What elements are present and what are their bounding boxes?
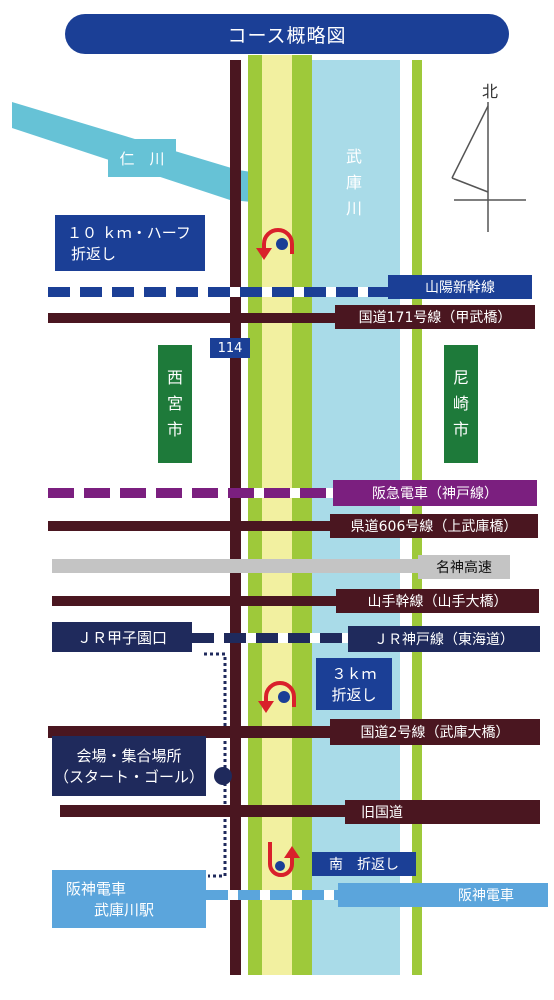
river-left-bank — [248, 55, 262, 975]
hanshin-station-box: 阪神電車武庫川駅 — [52, 870, 206, 928]
riverside-path — [262, 55, 292, 975]
yamate-road — [52, 596, 352, 606]
route-171-road — [48, 313, 348, 323]
three-km-turnaround-icon — [258, 681, 296, 713]
nishinomiya-city-label: 西宮市 — [158, 345, 192, 463]
old-route-label: 旧国道 — [345, 800, 540, 824]
meishin-label: 名神高速 — [418, 555, 510, 579]
ten-km-turnaround-box: １０ ｋｍ・ハーフ折返し — [55, 215, 205, 271]
venue-marker-icon — [214, 767, 232, 785]
river-grass-strip — [292, 55, 312, 975]
yamate-label: 山手幹線（山手大橋） — [336, 589, 539, 613]
sanyo-shinkansen-line — [48, 287, 388, 297]
sanyo-shinkansen-label: 山陽新幹線 — [388, 275, 532, 299]
venue-box: 会場・集合場所（スタート・ゴール） — [52, 736, 206, 796]
jr-kobe-line — [192, 633, 348, 643]
pref-606-label: 県道606号線（上武庫橋） — [330, 514, 538, 538]
route-114-road — [230, 60, 241, 975]
route-114-label: 114 — [210, 338, 250, 358]
meishin-road — [52, 559, 510, 573]
hankyu-line — [48, 488, 348, 498]
page-title: コース概略図 — [65, 14, 509, 54]
old-route-road — [60, 805, 360, 817]
ten-km-turnaround-icon — [256, 228, 294, 260]
south-turnaround-label: 南 折返し — [312, 852, 416, 876]
route-171-label: 国道171号線（甲武橋） — [335, 305, 535, 329]
compass-north-label: 北 — [481, 82, 498, 101]
niki-river-label: 仁 川 — [108, 139, 176, 177]
muko-river-label: 武庫川 — [345, 147, 362, 218]
amagasaki-city-label: 尼崎市 — [444, 345, 478, 463]
hanshin-right-label: 阪神電車 — [338, 883, 548, 907]
compass-icon — [451, 102, 526, 232]
hankyu-label: 阪急電車（神戸線） — [333, 480, 537, 506]
hanshin-line — [206, 890, 346, 900]
route-2-label: 国道2号線（武庫大橋） — [330, 719, 540, 745]
south-turnaround-icon — [268, 842, 300, 877]
jr-koshienguchi-label: ＪＲ甲子園口 — [52, 622, 192, 652]
jr-kobe-label: ＪＲ神戸線（東海道） — [348, 626, 540, 652]
route-2-road — [48, 726, 348, 738]
walking-route-line — [204, 652, 227, 878]
pref-606-road — [48, 521, 348, 531]
